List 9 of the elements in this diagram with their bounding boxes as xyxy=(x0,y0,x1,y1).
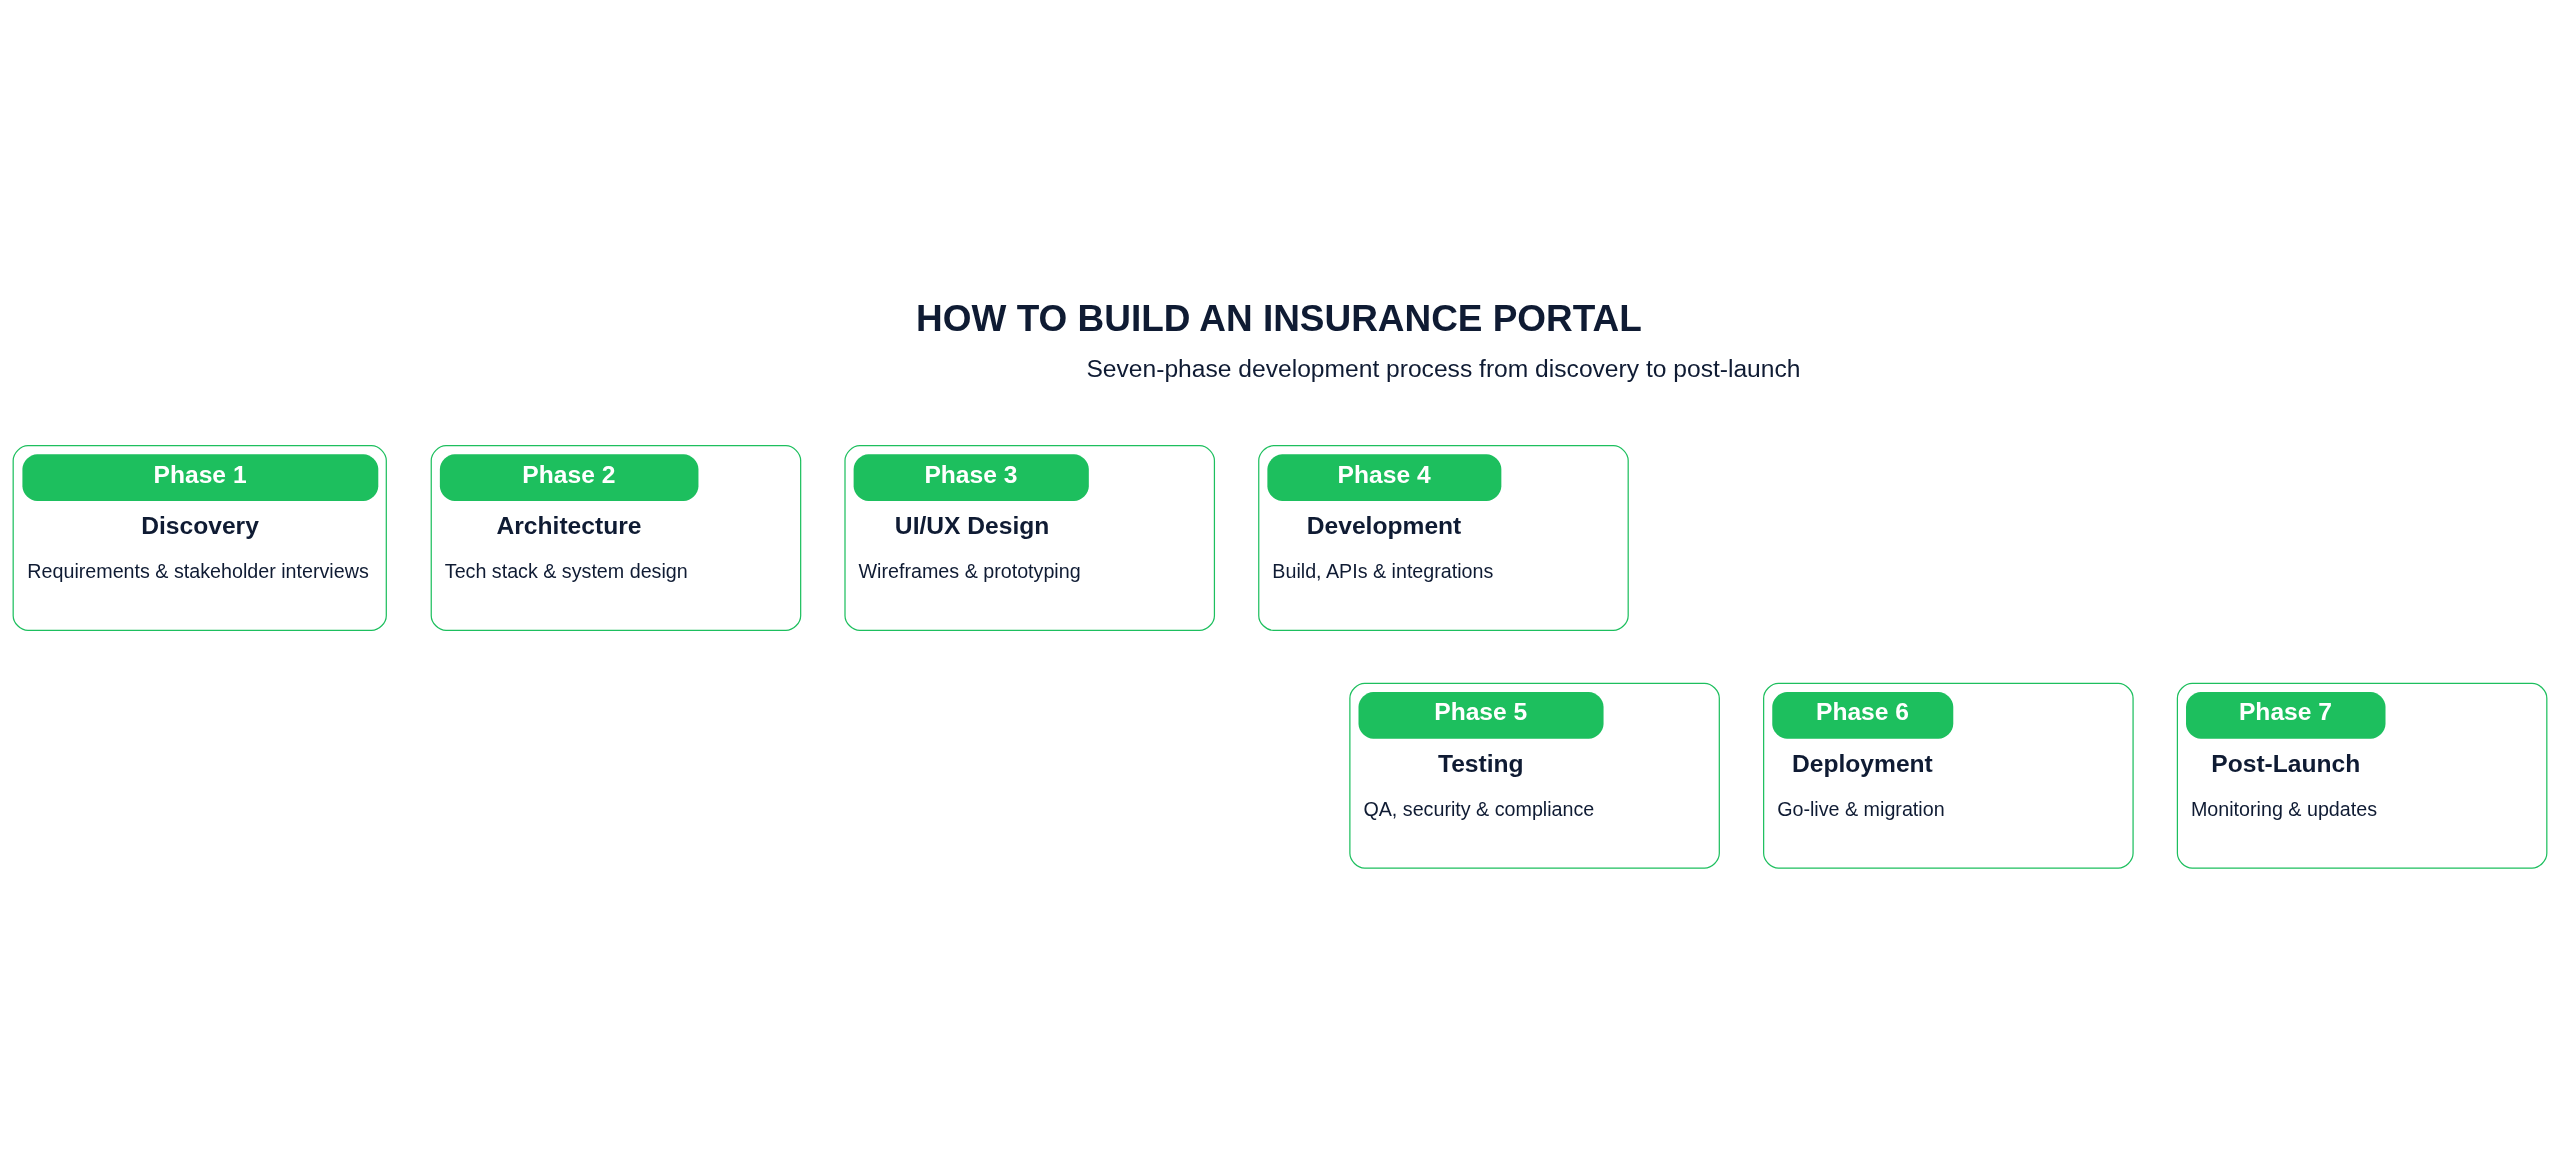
node-box: Phase 6 Deployment Go-live & migration xyxy=(1763,682,2134,869)
diagram-title: HOW TO BUILD AN INSURANCE PORTAL xyxy=(916,297,1642,339)
node-box: Phase 4 Development Build, APIs & integrations xyxy=(1258,444,1629,631)
label: Seven-phase development process from discovery to post-launch xyxy=(1086,354,1801,382)
node-box: Phase 3 UI/UX Design Wireframes & prototyping xyxy=(844,444,1216,631)
node-box: Phase 7 Post-Launch Monitoring & updates xyxy=(2176,682,2548,869)
node-box: Phase 2 Architecture Tech stack & system design xyxy=(430,444,802,631)
node-box: Phase 1 Discovery Requirements & stakeholder interviews xyxy=(12,444,387,631)
node-box: Phase 5 Testing QA, security & compliance xyxy=(1349,682,1720,869)
